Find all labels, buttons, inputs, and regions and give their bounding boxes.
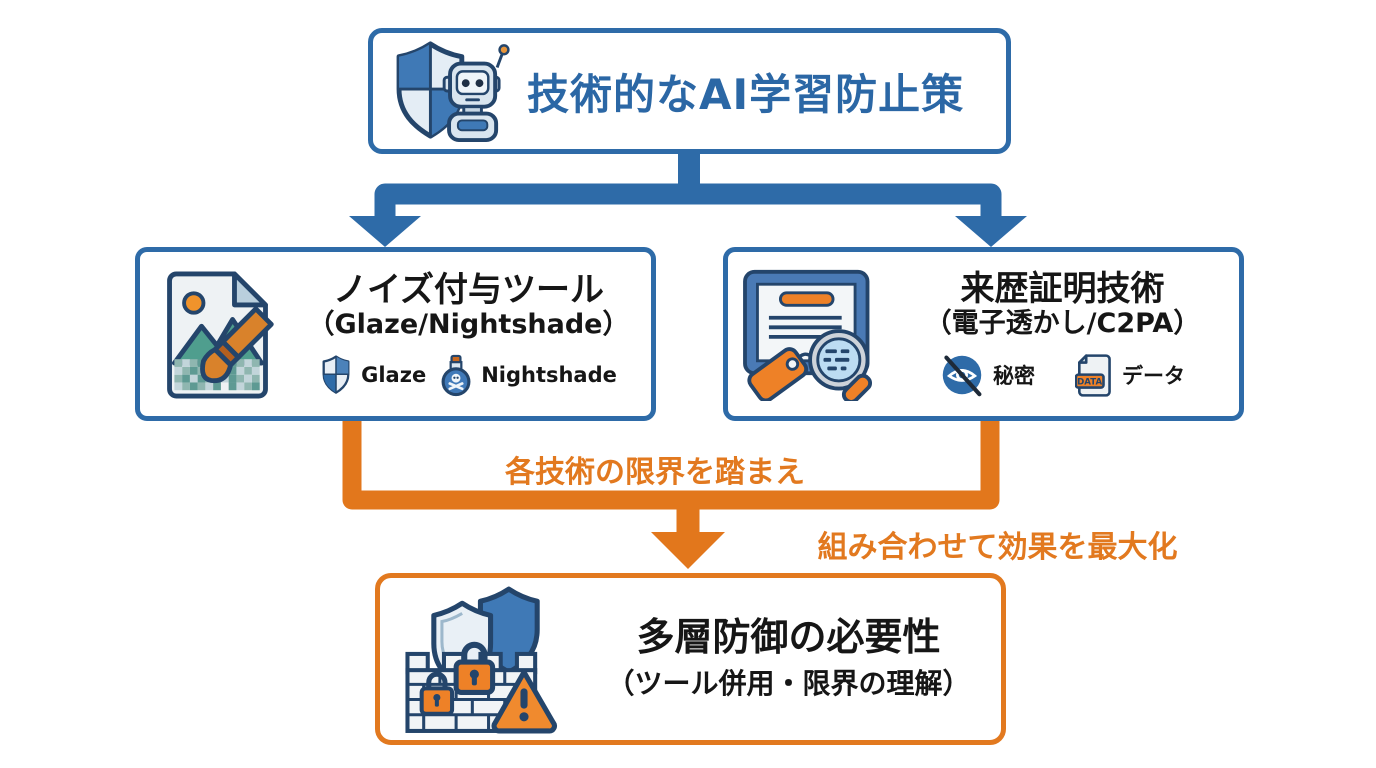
left-box-subtitle: （Glaze/Nightshade）	[307, 309, 630, 341]
bottom-box: 多層防御の必要性 （ツール併用・限界の理解）	[375, 573, 1006, 745]
arrow-down-left-icon	[349, 216, 421, 247]
data-badge-text: DATA	[1077, 377, 1102, 387]
merge-bar	[342, 419, 1000, 510]
right-box: 来歴証明技術 （電子透かし/C2PA） 秘密	[723, 247, 1244, 421]
bottom-box-subtitle: （ツール併用・限界の理解）	[606, 666, 971, 700]
glaze-item: Glaze	[320, 355, 426, 395]
top-box: 技術的なAI学習防止策	[368, 28, 1011, 154]
connector-bar	[374, 183, 1002, 220]
orange-merge-connector	[342, 419, 1000, 569]
right-box-subtitle: （電子透かし/C2PA）	[924, 308, 1201, 340]
left-box-title: ノイズ付与ツール	[333, 270, 604, 311]
arrow-down-right-icon	[955, 216, 1027, 247]
glaze-label: Glaze	[361, 363, 427, 388]
flow-label-combine: 組み合わせて効果を最大化	[817, 530, 1178, 565]
left-box: ノイズ付与ツール （Glaze/Nightshade） Glaze	[135, 247, 656, 421]
nightshade-label: Nightshade	[481, 363, 617, 388]
data-label: データ	[1122, 364, 1185, 389]
firewall-shield-icon	[380, 583, 590, 735]
hidden-eye-icon	[940, 353, 984, 397]
shield-icon	[320, 355, 352, 395]
shield-robot-icon	[393, 40, 511, 142]
data-item: DATA データ	[1075, 353, 1185, 398]
data-file-icon: DATA	[1075, 353, 1113, 398]
certificate-magnifier-icon	[728, 267, 896, 401]
flow-label-limits: 各技術の限界を踏まえ	[505, 455, 805, 490]
secret-label: 秘密	[993, 364, 1035, 389]
bottom-box-title: 多層防御の必要性	[636, 614, 941, 659]
image-brush-icon	[140, 266, 296, 402]
nightshade-item: Nightshade	[440, 354, 617, 397]
secret-item: 秘密	[940, 353, 1035, 397]
poison-bottle-icon	[440, 354, 472, 397]
arrow-down-center-icon	[651, 532, 725, 569]
top-box-title: 技術的なAI学習防止策	[527, 69, 965, 119]
right-box-title: 来歴証明技術	[960, 269, 1165, 310]
